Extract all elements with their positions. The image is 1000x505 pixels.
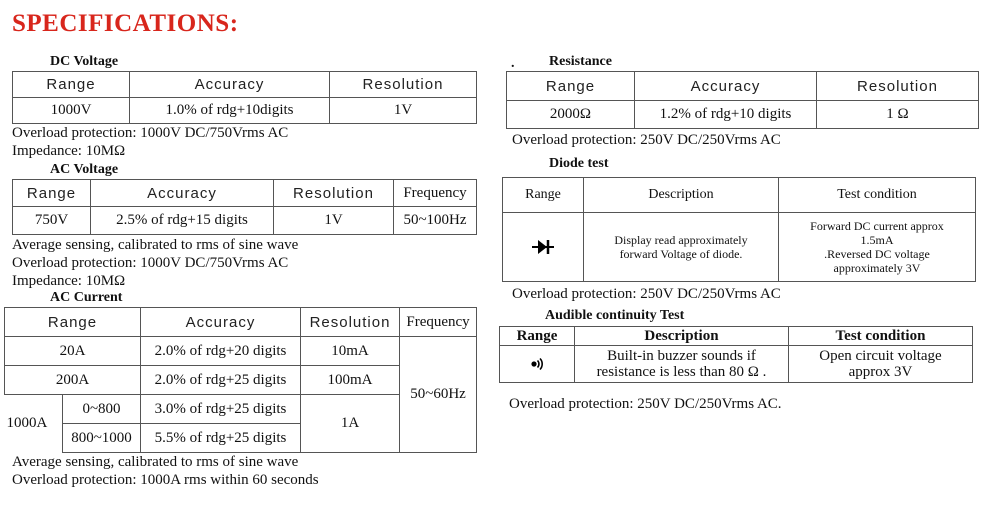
cell-range: 200A bbox=[3, 365, 142, 395]
buzzer-range-cell bbox=[499, 345, 575, 383]
header-description: Description bbox=[574, 326, 789, 346]
header-range: Range bbox=[502, 177, 584, 213]
cell-resolution: 1A bbox=[300, 394, 401, 453]
diode-condition-line: 1.5mA bbox=[860, 233, 894, 247]
header-range: Range bbox=[3, 307, 142, 337]
dc-voltage-table: Range Accuracy Resolution 1000V 1.0% of … bbox=[12, 71, 477, 124]
header-accuracy: Accuracy bbox=[634, 71, 817, 101]
header-frequency: Frequency bbox=[393, 179, 477, 207]
header-range: Range bbox=[12, 179, 91, 207]
page-title: SPECIFICATIONS: bbox=[12, 10, 239, 37]
header-test-condition: Test condition bbox=[788, 326, 973, 346]
cell-accuracy: 2.5% of rdg+15 digits bbox=[90, 206, 274, 235]
cell-frequency: 50~60Hz bbox=[399, 336, 478, 453]
cell-subrange: 800~1000 bbox=[61, 423, 142, 453]
continuity-condition: Open circuit voltage approx 3V bbox=[788, 345, 973, 383]
header-accuracy: Accuracy bbox=[90, 179, 274, 207]
continuity-condition-line: approx 3V bbox=[848, 364, 913, 380]
ac-voltage-heading: AC Voltage bbox=[50, 162, 119, 177]
cell-accuracy: 1.2% of rdg+10 digits bbox=[634, 100, 817, 129]
resistance-heading: Resistance bbox=[549, 54, 612, 69]
diode-condition-line: approximately 3V bbox=[833, 261, 921, 275]
resistance-table: Range Accuracy Resolution 2000Ω 1.2% of … bbox=[506, 71, 979, 129]
continuity-heading: Audible continuity Test bbox=[545, 308, 685, 323]
cell-frequency: 50~100Hz bbox=[393, 206, 477, 235]
cell-resolution: 100mA bbox=[300, 365, 401, 395]
header-resolution: Resolution bbox=[300, 307, 401, 337]
header-description: Description bbox=[583, 177, 779, 213]
ac-voltage-table: Range Accuracy Resolution Frequency 750V… bbox=[12, 179, 477, 235]
diode-heading: Diode test bbox=[549, 156, 609, 171]
diode-condition-line: .Reversed DC voltage bbox=[824, 247, 930, 261]
header-range: Range bbox=[499, 326, 575, 346]
header-resolution: Resolution bbox=[273, 179, 394, 207]
cell-accuracy: 5.5% of rdg+25 digits bbox=[140, 423, 302, 453]
diode-table: Range Description Test condition Display… bbox=[502, 177, 976, 282]
header-resolution: Resolution bbox=[816, 71, 979, 101]
cell-range: 1000V bbox=[12, 97, 130, 124]
continuity-description-line: resistance is less than 80 Ω . bbox=[596, 364, 767, 380]
cell-accuracy: 3.0% of rdg+25 digits bbox=[140, 394, 302, 424]
cell-subrange: 0~800 bbox=[61, 394, 142, 424]
diode-description-line: forward Voltage of diode. bbox=[619, 247, 743, 261]
header-frequency: Frequency bbox=[399, 307, 478, 337]
ac-impedance-note: Impedance: 10MΩ bbox=[12, 273, 126, 289]
header-range: Range bbox=[506, 71, 635, 101]
ac-overload-note: Overload protection: 1000V DC/750Vrms AC bbox=[12, 255, 289, 271]
cell-range-1000a: 1000A bbox=[4, 394, 63, 453]
diode-condition: Forward DC current approx 1.5mA .Reverse… bbox=[778, 212, 976, 282]
header-test-condition: Test condition bbox=[778, 177, 976, 213]
dc-overload-note: Overload protection: 1000V DC/750Vrms AC bbox=[12, 125, 289, 141]
header-accuracy: Accuracy bbox=[140, 307, 302, 337]
dc-voltage-heading: DC Voltage bbox=[50, 54, 119, 69]
cell-range: 750V bbox=[12, 206, 91, 235]
cell-accuracy: 1.0% of rdg+10digits bbox=[129, 97, 330, 124]
header-resolution: Resolution bbox=[329, 71, 477, 98]
buzzer-icon bbox=[501, 356, 574, 372]
header-accuracy: Accuracy bbox=[129, 71, 330, 98]
diode-description: Display read approximately forward Volta… bbox=[583, 212, 779, 282]
continuity-table: Range Description Test condition Built-i… bbox=[499, 326, 973, 383]
cell-resolution: 1 Ω bbox=[816, 100, 979, 129]
header-range: Range bbox=[12, 71, 130, 98]
resistance-overload-note: Overload protection: 250V DC/250Vrms AC bbox=[512, 132, 781, 148]
cell-resolution: 10mA bbox=[300, 336, 401, 366]
ac-current-heading: AC Current bbox=[50, 290, 123, 305]
cell-resolution: 1V bbox=[273, 206, 394, 235]
acc-sensing-note: Average sensing, calibrated to rms of si… bbox=[12, 454, 299, 470]
continuity-overload-note: Overload protection: 250V DC/250Vrms AC. bbox=[509, 396, 782, 412]
ac-current-table: Range Accuracy Resolution Frequency 20A … bbox=[3, 307, 478, 453]
cell-range: 20A bbox=[3, 336, 142, 366]
continuity-description: Built-in buzzer sounds if resistance is … bbox=[574, 345, 789, 383]
cell-accuracy: 2.0% of rdg+25 digits bbox=[140, 365, 302, 395]
diode-description-line: Display read approximately bbox=[614, 233, 748, 247]
diode-overload-note: Overload protection: 250V DC/250Vrms AC bbox=[512, 286, 781, 302]
ac-sensing-note: Average sensing, calibrated to rms of si… bbox=[12, 237, 299, 253]
continuity-description-line: Built-in buzzer sounds if bbox=[607, 348, 756, 364]
diode-range-cell bbox=[502, 212, 584, 282]
continuity-condition-line: Open circuit voltage bbox=[819, 348, 942, 364]
cell-range: 2000Ω bbox=[506, 100, 635, 129]
acc-overload-note: Overload protection: 1000A rms within 60… bbox=[12, 472, 319, 488]
dc-impedance-note: Impedance: 10MΩ bbox=[12, 143, 126, 159]
diode-condition-line: Forward DC current approx bbox=[810, 219, 944, 233]
resistance-dot: . bbox=[511, 56, 515, 71]
diode-icon bbox=[504, 239, 583, 255]
cell-resolution: 1V bbox=[329, 97, 477, 124]
cell-accuracy: 2.0% of rdg+20 digits bbox=[140, 336, 302, 366]
